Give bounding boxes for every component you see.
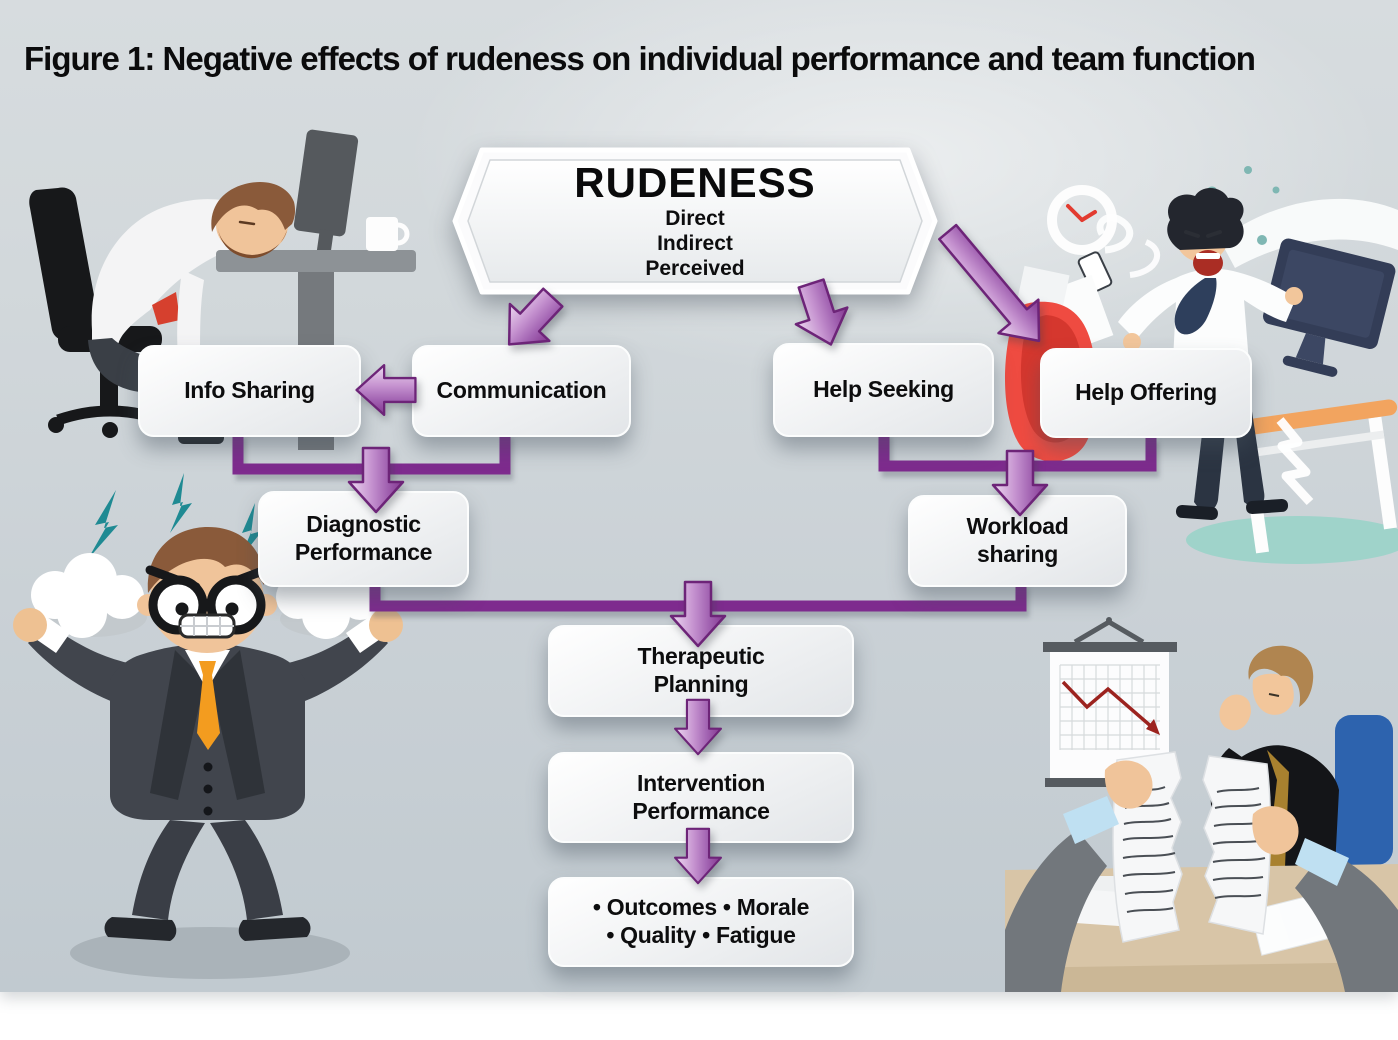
suit-body [110,643,305,820]
suit-arms [13,608,403,705]
node-help-offering: Help Offering [1040,348,1252,438]
figure-title: Figure 1: Negative effects of rudeness o… [24,40,1256,77]
arrow-banner-to-help-offering [926,214,1061,359]
node-label: Workload [966,513,1069,540]
banner-shape [452,147,938,295]
angry-head [137,527,277,653]
arrow-merge-to-therapeutic [669,580,727,648]
rudeness-type-perceived: Perceived [645,256,745,280]
furious-man-illustration [13,473,403,979]
node-label: sharing [977,541,1058,567]
torn-report-illustration [1005,617,1398,992]
node-label: Info Sharing [184,377,315,404]
arrow-communication-to-info-sharing [355,364,417,416]
resting-head [211,182,296,259]
legs [104,820,311,941]
node-label: Diagnostic [306,511,421,538]
rudeness-type-direct: Direct [665,206,725,230]
node-outcomes-morale-quality-fatigue: • Outcomes • Morale • Quality • Fatigue [548,877,854,967]
arrow-banner-to-help-seeking [784,273,858,355]
node-label: Intervention [636,769,766,796]
arrow-merge-to-diagnostic [347,446,405,514]
flying-phone-icon [1077,251,1113,293]
lightning-bolt-icons [88,473,262,559]
floor-shadow [70,927,350,979]
rudeness-heading: RUDENESS [574,159,816,207]
impact-zigzags [1276,417,1314,506]
node-diagnostic-performance: Diagnostic Performance [258,491,469,587]
steam-clouds [31,553,380,639]
declining-trend-arrow [1061,680,1155,730]
node-info-sharing: Info Sharing [138,345,361,437]
node-label: Help Offering [1075,379,1217,406]
office-chair-blue [1335,715,1393,865]
white-swoosh [1220,198,1398,268]
coffee-mug-icon [366,217,410,251]
node-help-seeking: Help Seeking [773,343,994,437]
node-label: Performance [294,539,433,565]
tearing-arms [1005,760,1398,992]
arrow-intervention-to-outcomes [673,827,723,885]
rudeness-type-indirect: Indirect [657,231,733,255]
node-label: Communication [436,377,607,404]
node-label: Planning [653,671,749,697]
node-label: Help Seeking [813,376,954,403]
node-communication: Communication [412,345,631,437]
rudeness-banner: RUDENESS Direct Indirect Perceived [452,147,938,295]
node-label: Therapeutic [637,643,765,670]
arrow-merge-to-workload [991,449,1049,517]
arrow-therapeutic-to-intervention [673,698,723,756]
ground-ellipse [1186,516,1398,564]
smoke-swirls [1096,214,1160,278]
tilted-monitor-icon [1263,238,1396,377]
arrow-banner-to-communication [488,277,574,365]
node-label: Performance [632,797,770,824]
node-label: • Outcomes • Morale [592,894,810,921]
node-label: • Quality • Fatigue [606,922,796,948]
gritted-teeth-mouth [178,613,236,639]
wall-chart [1043,617,1177,787]
